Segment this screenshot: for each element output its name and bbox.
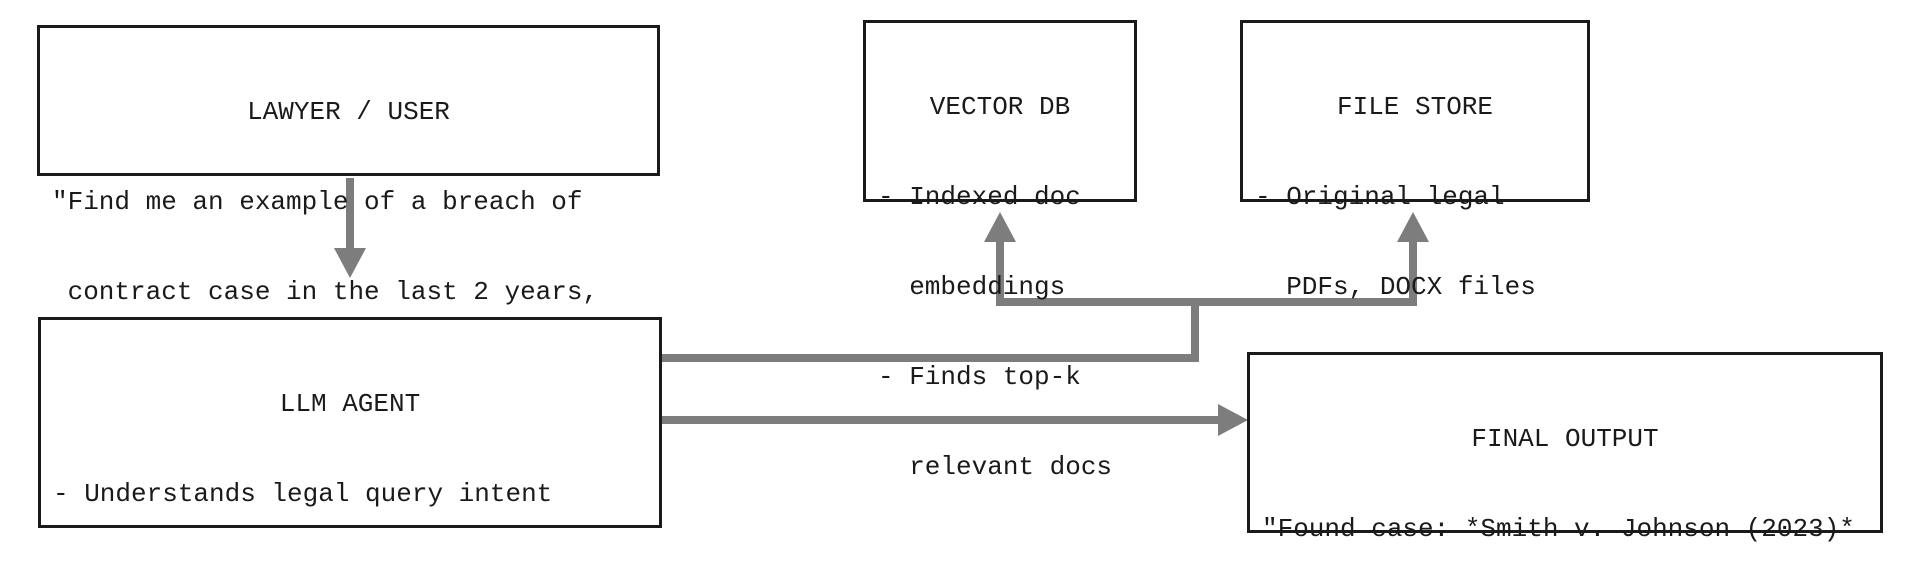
box-final-output-title: FINAL OUTPUT bbox=[1471, 424, 1659, 454]
arrowhead-to-vector-db bbox=[984, 212, 1016, 242]
box-line: PDFs, DOCX files bbox=[1255, 272, 1536, 302]
arrowhead-agent-to-output bbox=[1218, 404, 1248, 436]
box-line: "Find me an example of a breach of bbox=[52, 187, 583, 217]
box-final-output: FINAL OUTPUT "Found case: *Smith v. John… bbox=[1247, 352, 1883, 544]
box-line: contract case in the last 2 years, bbox=[52, 277, 599, 307]
arrowhead-to-file-store bbox=[1397, 212, 1429, 242]
box-vector-db-title: VECTOR DB bbox=[929, 92, 1071, 122]
box-lawyer-user: LAWYER / USER "Find me an example of a b… bbox=[37, 25, 660, 397]
box-line: - Understands legal query intent bbox=[53, 479, 553, 509]
arrowhead-user-to-agent bbox=[334, 248, 366, 278]
box-llm-agent: LLM AGENT - Understands legal query inte… bbox=[38, 317, 662, 528]
box-line: - Finds top-k bbox=[878, 362, 1081, 392]
box-line: relevant docs bbox=[878, 452, 1113, 482]
box-lawyer-user-title: LAWYER / USER bbox=[247, 97, 450, 127]
box-file-store-title: FILE STORE bbox=[1336, 92, 1494, 122]
box-line: embeddings bbox=[878, 272, 1066, 302]
box-llm-agent-title: LLM AGENT bbox=[279, 389, 421, 419]
box-line: - Original legal bbox=[1255, 182, 1505, 212]
box-line: - Indexed doc bbox=[878, 182, 1081, 212]
box-file-store: FILE STORE - Original legal PDFs, DOCX f… bbox=[1240, 20, 1590, 482]
box-vector-db: VECTOR DB - Indexed doc embeddings - Fin… bbox=[863, 20, 1137, 482]
box-line: "Found case: *Smith v. Johnson (2023)* bbox=[1262, 514, 1855, 544]
connector-agent-to-retrieval bbox=[662, 300, 1199, 362]
